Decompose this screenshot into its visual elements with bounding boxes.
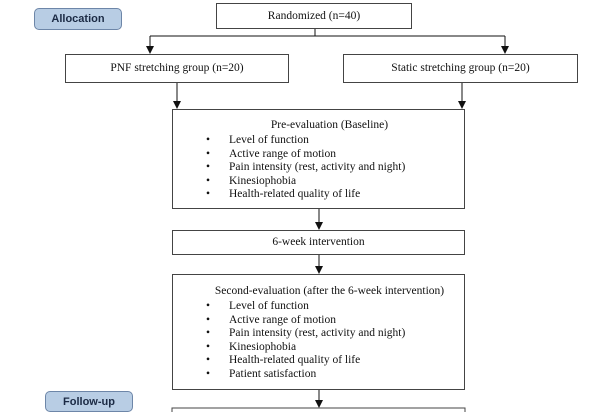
list-item: Health-related quality of life bbox=[201, 354, 458, 368]
list-item: Level of function bbox=[201, 134, 458, 148]
pnf-group-box: PNF stretching group (n=20) bbox=[65, 54, 289, 83]
pre-evaluation-list: Level of function Active range of motion… bbox=[201, 134, 458, 202]
list-item: Active range of motion bbox=[201, 148, 458, 162]
second-evaluation-box: Second-evaluation (after the 6-week inte… bbox=[172, 274, 465, 390]
pre-evaluation-box: Pre-evaluation (Baseline) Level of funct… bbox=[172, 109, 465, 209]
second-evaluation-title: Second-evaluation (after the 6-week inte… bbox=[214, 285, 445, 297]
list-item: Patient satisfaction bbox=[201, 368, 458, 382]
static-group-box: Static stretching group (n=20) bbox=[343, 54, 578, 83]
pre-evaluation-title: Pre-evaluation (Baseline) bbox=[270, 119, 389, 131]
list-item: Kinesiophobia bbox=[201, 341, 458, 355]
stage-label-follow-up: Follow-up bbox=[45, 391, 133, 412]
list-item: Pain intensity (rest, activity and night… bbox=[201, 161, 458, 175]
list-item: Kinesiophobia bbox=[201, 175, 458, 189]
stage-label-allocation: Allocation bbox=[34, 8, 122, 30]
list-item: Pain intensity (rest, activity and night… bbox=[201, 327, 458, 341]
intervention-box: 6-week intervention bbox=[172, 230, 465, 255]
list-item: Level of function bbox=[201, 300, 458, 314]
list-item: Active range of motion bbox=[201, 314, 458, 328]
follow-up-box-partial bbox=[171, 407, 466, 412]
randomized-box: Randomized (n=40) bbox=[216, 3, 412, 29]
list-item: Health-related quality of life bbox=[201, 188, 458, 202]
second-evaluation-list: Level of function Active range of motion… bbox=[201, 300, 458, 381]
